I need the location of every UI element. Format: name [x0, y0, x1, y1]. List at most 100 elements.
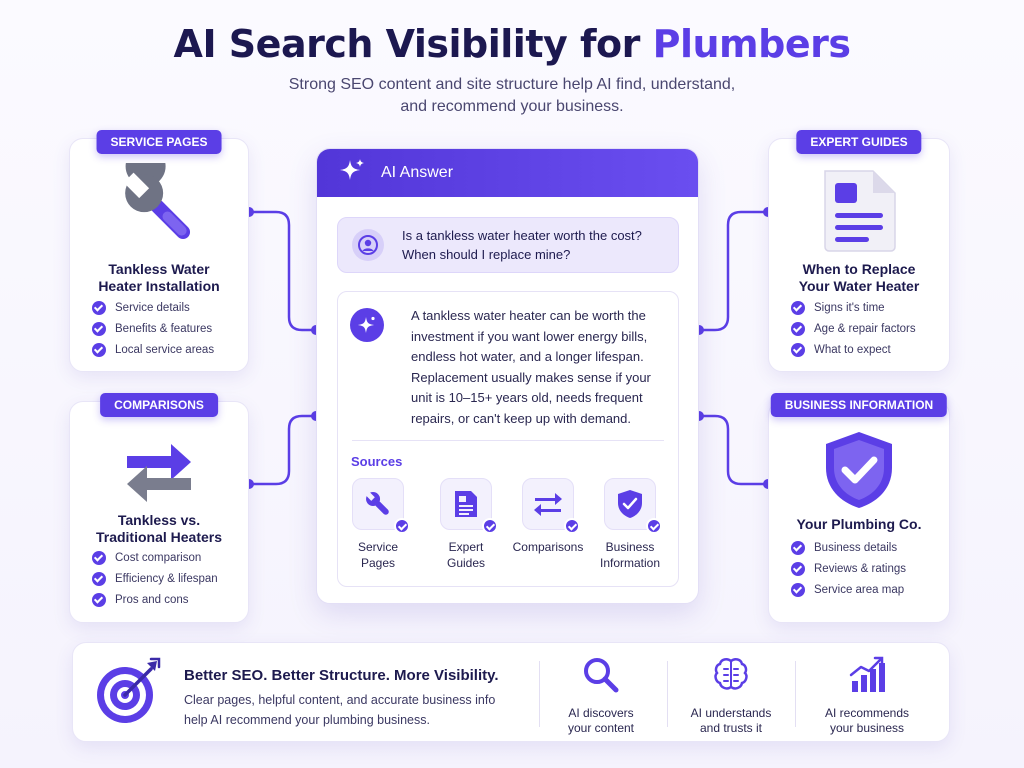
- ai-answer-title: AI Answer: [381, 164, 454, 181]
- pill-expert-guides: EXPERT GUIDES: [796, 130, 922, 154]
- source-comparisons[interactable]: Comparisons: [508, 478, 588, 556]
- step-label-line-2: and trusts it: [699, 721, 763, 735]
- list-item: Pros and cons: [92, 589, 218, 610]
- check-icon: [791, 540, 805, 555]
- pill-service-pages: SERVICE PAGES: [96, 130, 222, 154]
- ai-answer-text: A tankless water heater can be worth the…: [411, 306, 673, 429]
- answer-line: unit is 10–15+ years old, needs frequent: [411, 390, 643, 405]
- check-icon: [92, 321, 106, 336]
- footer-divider: [539, 661, 540, 727]
- check-icon: [92, 592, 106, 607]
- subtitle-line-2: and recommend your business.: [400, 98, 624, 115]
- source-label: Comparisons: [508, 540, 588, 556]
- list-comparisons: Cost comparison Efficiency & lifespan Pr…: [92, 547, 218, 610]
- footer-body: Clear pages, helpful content, and accura…: [184, 690, 524, 730]
- check-badge-icon: [564, 518, 580, 534]
- list-item: Age & repair factors: [791, 318, 916, 339]
- ai-answer-header: AI Answer: [317, 149, 698, 197]
- ai-sparkle-icon: [350, 308, 384, 342]
- page-title: AI Search Visibility for Plumbers: [0, 22, 1024, 66]
- list-expert-guides: Signs it's time Age & repair factors Wha…: [791, 297, 916, 360]
- title-main: AI Search Visibility for: [173, 22, 653, 66]
- check-icon: [92, 571, 106, 586]
- brain-icon: [667, 655, 795, 700]
- shield-check-icon: [822, 430, 896, 515]
- list-item: Reviews & ratings: [791, 558, 906, 579]
- list-item-label: Business details: [814, 541, 898, 554]
- check-icon: [92, 342, 106, 357]
- subtitle-line-1: Strong SEO content and site structure he…: [288, 76, 736, 93]
- wrench-icon: [114, 146, 204, 258]
- source-label-line-2: Information: [599, 555, 661, 570]
- check-badge-icon: [482, 518, 498, 534]
- answer-line: A tankless water heater can be worth the: [411, 308, 646, 323]
- list-item: Service details: [92, 297, 214, 318]
- magnifier-icon: [537, 655, 665, 700]
- ai-answer-box: A tankless water heater can be worth the…: [337, 291, 679, 587]
- heading-comparisons: Tankless vs. Traditional Heaters: [70, 512, 248, 546]
- connector-service-pages: [247, 210, 318, 332]
- growth-chart-icon: [803, 655, 931, 700]
- source-label-line-1: Business: [605, 540, 655, 554]
- check-icon: [92, 550, 106, 565]
- list-item: Efficiency & lifespan: [92, 568, 218, 589]
- source-service-pages[interactable]: Service Pages: [338, 478, 418, 571]
- heading-service-pages-line-1: Tankless Water: [108, 261, 210, 277]
- step-label-line-2: your content: [567, 721, 635, 735]
- source-business-information[interactable]: Business Information: [590, 478, 670, 571]
- footer-headline: Better SEO. Better Structure. More Visib…: [184, 667, 499, 684]
- list-item: Business details: [791, 537, 906, 558]
- check-icon: [791, 300, 805, 315]
- source-label-line-1: Comparisons: [512, 540, 584, 554]
- list-service-pages: Service details Benefits & features Loca…: [92, 297, 214, 360]
- wrench-icon: [352, 478, 410, 534]
- source-label: Business Information: [590, 540, 670, 571]
- heading-service-pages-line-2: Heater Installation: [98, 278, 220, 294]
- list-item: Cost comparison: [92, 547, 218, 568]
- list-item-label: Age & repair factors: [814, 322, 916, 335]
- answer-line: investment if you want lower energy bill…: [411, 328, 648, 344]
- list-item-label: Pros and cons: [115, 593, 189, 606]
- list-item-label: Reviews & ratings: [814, 562, 907, 575]
- step-label-line-1: AI discovers: [568, 706, 634, 720]
- list-business-info: Business details Reviews & ratings Servi…: [791, 537, 906, 600]
- pill-comparisons: COMPARISONS: [100, 393, 218, 417]
- step-ai-recommends: AI recommends your business: [803, 655, 931, 736]
- title-accent: Plumbers: [652, 22, 851, 66]
- question-text: Is a tankless water heater worth the cos…: [402, 226, 642, 264]
- check-badge-icon: [646, 518, 662, 534]
- card-service-pages: SERVICE PAGES Tankless Water Heater Inst…: [69, 130, 249, 372]
- step-label-line-1: AI recommends: [824, 706, 910, 720]
- list-item-label: Service area map: [814, 583, 905, 596]
- swap-arrows-icon: [522, 478, 580, 534]
- list-item-label: Service details: [115, 301, 190, 314]
- list-item-label: Efficiency & lifespan: [115, 572, 218, 585]
- card-expert-guides: EXPERT GUIDES When to Replace Your Water…: [768, 130, 950, 372]
- card-business-info: BUSINESS INFORMATION Your Plumbing Co. B…: [768, 393, 950, 623]
- answer-line: endless hot water, and a longer lifespan…: [411, 349, 644, 364]
- answer-line: repairs, or can't keep up with demand.: [411, 410, 631, 426]
- source-label-line-2: Guides: [446, 555, 486, 570]
- heading-expert-guides: When to Replace Your Water Heater: [769, 261, 949, 295]
- heading-business-info: Your Plumbing Co.: [796, 516, 922, 532]
- source-expert-guides[interactable]: Expert Guides: [426, 478, 506, 571]
- heading-service-pages: Tankless Water Heater Installation: [70, 261, 248, 295]
- check-badge-icon: [394, 518, 410, 534]
- step-ai-discovers: AI discovers your content: [537, 655, 665, 736]
- answer-line: Replacement usually makes sense if your: [411, 369, 651, 385]
- user-avatar-icon: [352, 229, 384, 261]
- user-question: Is a tankless water heater worth the cos…: [337, 217, 679, 273]
- list-item: What to expect: [791, 339, 916, 360]
- source-label: Service Pages: [338, 540, 418, 571]
- list-item-label: Cost comparison: [115, 551, 202, 564]
- source-label-line-1: Service: [357, 540, 398, 554]
- list-item-label: Local service areas: [115, 343, 215, 356]
- step-label: AI discovers your content: [537, 706, 665, 736]
- shield-check-icon: [604, 478, 662, 534]
- pill-business-info: BUSINESS INFORMATION: [770, 393, 948, 417]
- step-label: AI understands and trusts it: [667, 706, 795, 736]
- question-line-1: Is a tankless water heater worth the cos…: [402, 228, 642, 243]
- swap-arrows-icon: [121, 432, 197, 513]
- document-icon: [440, 478, 498, 534]
- target-icon: [93, 657, 163, 732]
